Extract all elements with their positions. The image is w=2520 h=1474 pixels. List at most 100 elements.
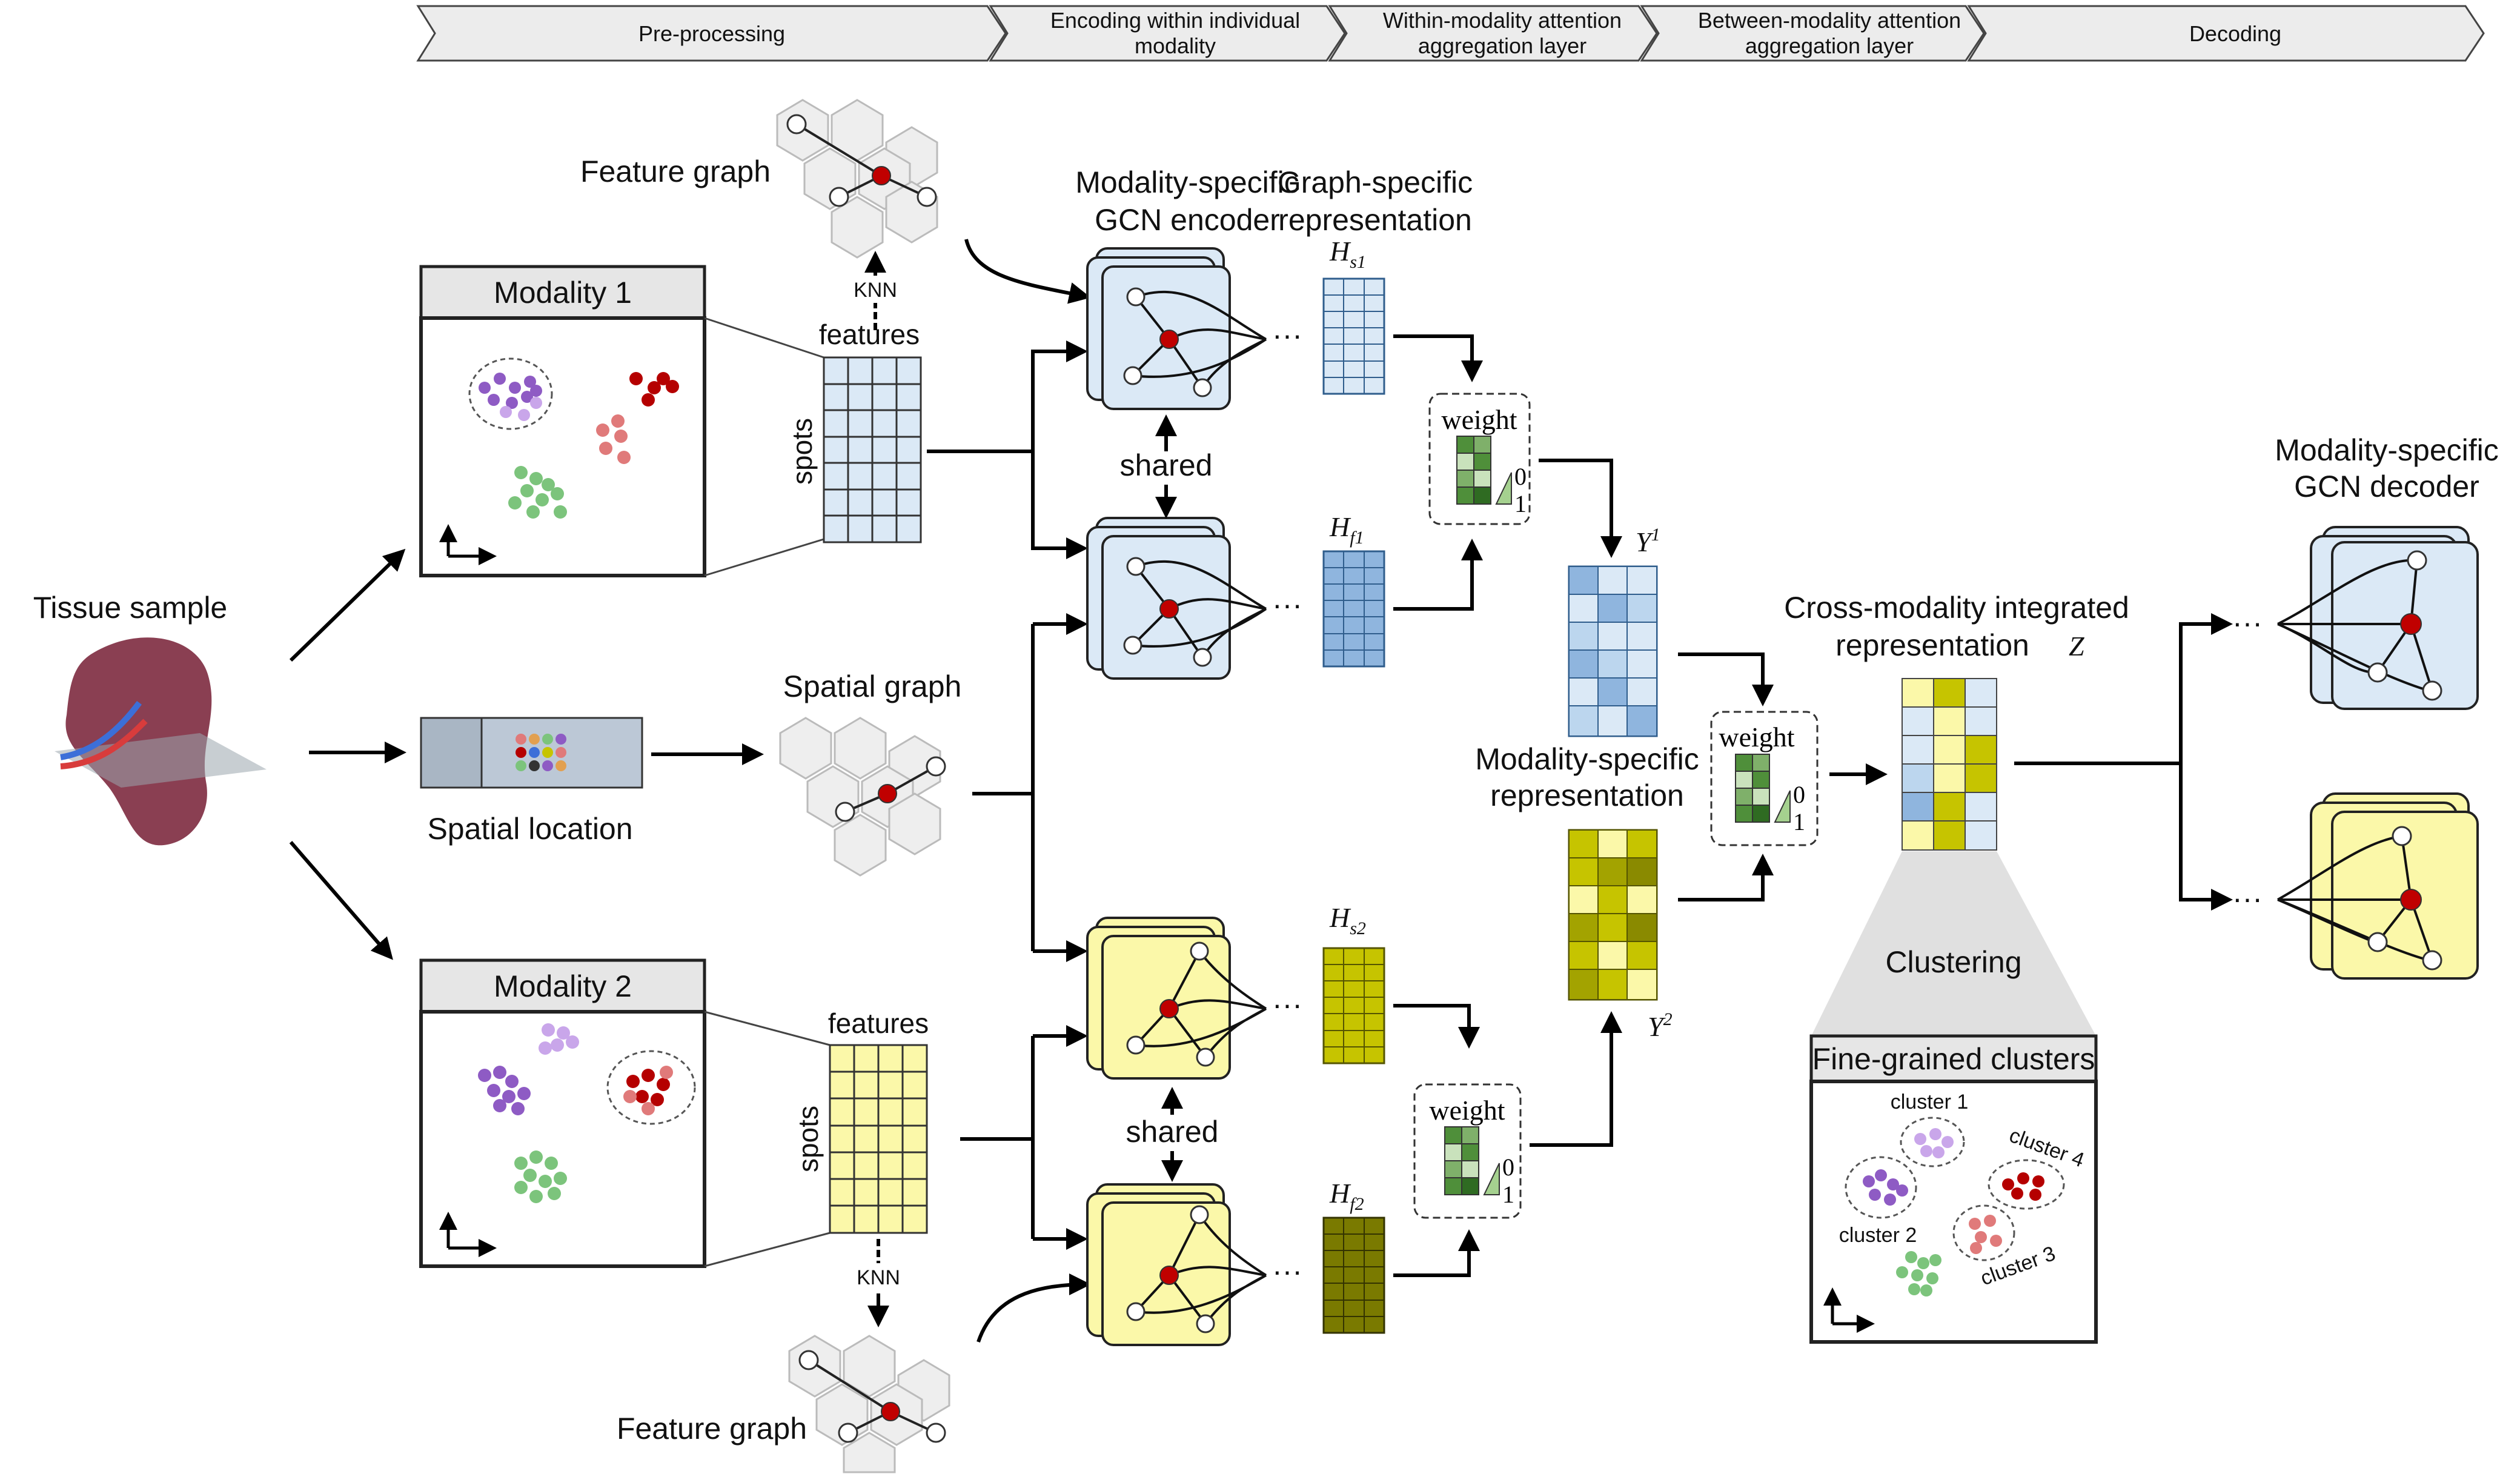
rep-z: Cross-modality integrated representation… xyxy=(1784,591,2129,851)
spatial-location-label: Spatial location xyxy=(427,812,632,846)
shared-label-bottom: shared xyxy=(1126,1115,1219,1149)
spatial-graph: Spatial graph xyxy=(779,669,962,877)
modality-rep-title-1: Modality-specific xyxy=(1475,742,1699,776)
svg-text:Hs1: Hs1 xyxy=(1329,236,1366,272)
svg-text:Hf1: Hf1 xyxy=(1329,511,1364,548)
modality2-panel: Modality 2 xyxy=(419,958,831,1268)
weight-one-yellow: 1 xyxy=(1502,1181,1514,1208)
knn-label-top: KNN xyxy=(854,279,897,302)
weight-label-yellow: weight xyxy=(1429,1095,1505,1126)
decoder-dots-blue: ··· xyxy=(2232,606,2263,640)
modality-rep-title-2: representation xyxy=(1490,778,1684,812)
arrow-z-decoder-blue xyxy=(2179,613,2233,763)
weight-box-between: weight 0 1 xyxy=(1710,711,1819,846)
encoder-title-2: GCN encoder xyxy=(1095,203,1280,237)
cluster-2-label: cluster 2 xyxy=(1839,1224,1917,1247)
stage-decoding xyxy=(1967,5,2485,62)
encoder-dots-f2: ··· xyxy=(1272,1254,1302,1288)
svg-text:Y1: Y1 xyxy=(1636,525,1660,557)
encoder-header: Modality-specific GCN encoder Graph-spec… xyxy=(1075,165,1473,237)
cluster-1-label: cluster 1 xyxy=(1891,1091,1969,1114)
feature-graph-top-label: Feature graph xyxy=(580,154,771,188)
arrow-y1-weight xyxy=(1678,652,1774,706)
weight-zero-blue: 0 xyxy=(1514,463,1527,490)
tissue-sample-label: Tissue sample xyxy=(33,591,227,625)
stage-label-within-2: aggregation layer xyxy=(1418,33,1587,58)
encoder-yellow-feature: ··· xyxy=(1086,1183,1302,1346)
knn-label-bottom: KNN xyxy=(857,1266,900,1289)
arrow-tissue-to-modality1 xyxy=(289,548,406,662)
arrow-hf2-weight xyxy=(1393,1229,1480,1277)
graph-rep-title-1: Graph-specific xyxy=(1278,165,1473,199)
decoder-title-1: Modality-specific xyxy=(2275,433,2499,467)
stage-label-between-1: Between-modality attention xyxy=(1698,8,1961,33)
stage-within-attention xyxy=(1328,5,1658,62)
decoder-header: Modality-specific GCN decoder xyxy=(2275,433,2499,503)
rep-hs1: Hs1 xyxy=(1322,236,1385,395)
arrow-weight-yellow-to-y2 xyxy=(1530,1011,1622,1147)
clustering: Clustering xyxy=(1811,851,2096,1036)
fine-grained-clusters: Fine-grained clusters cluster 1 cluster … xyxy=(1809,1034,2098,1344)
arrow-y2-weight xyxy=(1678,854,1774,901)
modality1-spots-label: spots xyxy=(786,418,818,485)
weight-box-blue: weight 0 1 xyxy=(1428,393,1531,525)
tissue-sample: Tissue sample xyxy=(33,591,267,846)
stage-between-attention xyxy=(1640,5,1985,62)
arrow-weight-blue-to-y1 xyxy=(1539,459,1622,558)
weight-zero-yellow: 0 xyxy=(1502,1154,1514,1181)
modality1-matrix: features spots KNN xyxy=(786,251,922,543)
modality1-title: Modality 1 xyxy=(494,276,632,310)
rep-hs2: Hs2 xyxy=(1322,902,1385,1064)
fine-clusters-title: Fine-grained clusters xyxy=(1812,1042,2095,1076)
rep-y1: Y1 xyxy=(1568,525,1660,737)
encoder-dots-s1: ··· xyxy=(1272,318,1302,352)
encoder-dots-f1: ··· xyxy=(1272,588,1302,622)
cross-rep-title-2: representation xyxy=(1835,628,2029,662)
stage-encoding xyxy=(989,5,1346,62)
connectors-left xyxy=(927,239,1091,1343)
stage-label-encoding-1: Encoding within individual xyxy=(1050,8,1300,33)
z-symbol: Z xyxy=(2069,631,2084,662)
spatial-location: Spatial location xyxy=(420,717,643,846)
shared-label-top: shared xyxy=(1120,448,1213,482)
decoder-yellow xyxy=(2277,792,2479,980)
graph-rep-title-2: representation xyxy=(1278,203,1472,237)
stage-preprocessing xyxy=(416,5,1007,62)
modality2-features-label: features xyxy=(828,1008,929,1039)
encoder-blue-feature: ··· xyxy=(1086,517,1302,680)
weight-box-yellow: weight 0 1 xyxy=(1413,1083,1522,1219)
modality2-matrix: features spots KNN xyxy=(792,1008,929,1327)
feature-graph-top: Feature graph xyxy=(580,99,938,259)
encoder-yellow-spatial: ··· xyxy=(1086,917,1302,1080)
modality1-features-label: features xyxy=(819,319,920,350)
arrow-z-decoder-yellow xyxy=(2179,763,2233,911)
rep-y2: Y2 xyxy=(1568,829,1673,1042)
weight-label-between: weight xyxy=(1719,722,1794,752)
stage-label-preprocessing: Pre-processing xyxy=(638,21,785,46)
stage-label-decoding: Decoding xyxy=(2189,21,2281,46)
decoder-blue xyxy=(2277,526,2479,710)
weight-one-between: 1 xyxy=(1793,808,1805,835)
modality2-spots-label: spots xyxy=(792,1106,824,1172)
stage-label-between-2: aggregation layer xyxy=(1745,33,1914,58)
arrow-hf1-weight xyxy=(1393,539,1483,611)
feature-graph-bottom-label: Feature graph xyxy=(617,1412,807,1446)
spatial-graph-label: Spatial graph xyxy=(783,669,962,703)
rep-hf2: Hf2 xyxy=(1322,1178,1385,1334)
arrow-tissue-to-modality2 xyxy=(289,841,393,960)
encoder-dots-s2: ··· xyxy=(1272,988,1302,1021)
cross-rep-title-1: Cross-modality integrated xyxy=(1784,591,2129,625)
feature-graph-bottom: Feature graph xyxy=(617,1335,950,1473)
modality-rep-label: Modality-specific representation xyxy=(1475,742,1699,812)
decoder-dots-yellow: ··· xyxy=(2232,881,2263,915)
stage-label-encoding-2: modality xyxy=(1135,33,1216,58)
stage-label-within-1: Within-modality attention xyxy=(1383,8,1622,33)
rep-hf1: Hf1 xyxy=(1322,511,1385,668)
arrow-hs2-weight xyxy=(1393,1004,1480,1049)
stage-banner: Pre-processing Encoding within individua… xyxy=(416,5,2485,62)
decoder-title-2: GCN decoder xyxy=(2294,470,2479,503)
encoder-title-1: Modality-specific xyxy=(1075,165,1299,199)
modality2-title: Modality 2 xyxy=(494,969,632,1003)
weight-one-blue: 1 xyxy=(1514,490,1527,517)
